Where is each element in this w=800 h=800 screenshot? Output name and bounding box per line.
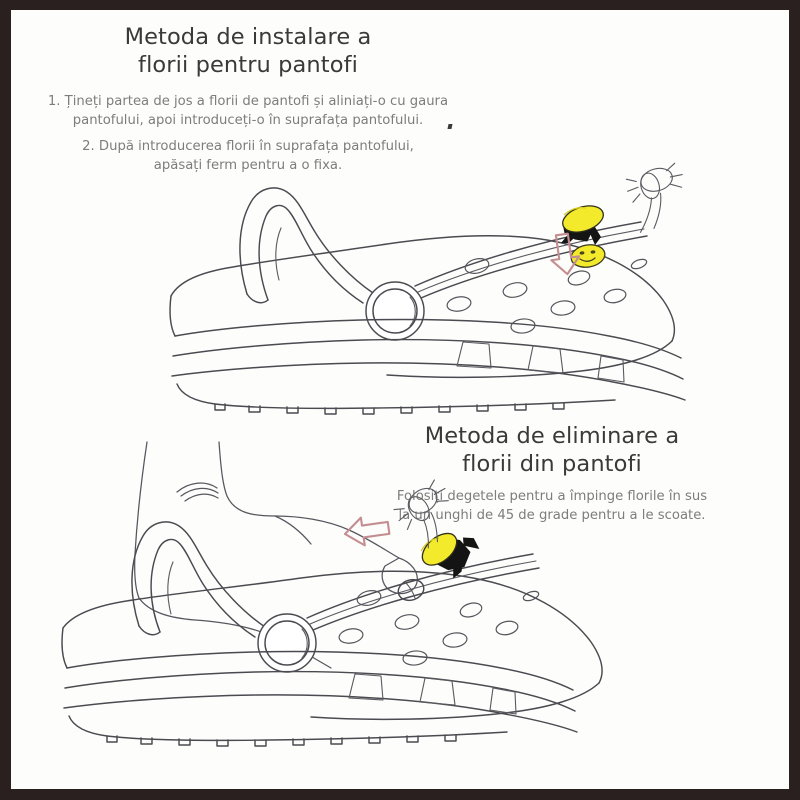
- midsole: [63, 650, 578, 733]
- insertion-arrow: [550, 232, 581, 276]
- install-heading: Metoda de instalare a florii pentru pant…: [124, 24, 372, 78]
- removal-instructions-block: Metoda de eliminare a florii din pantofi…: [322, 422, 782, 525]
- installed-charm: [570, 244, 606, 268]
- charm-stub-in-hole: [397, 578, 425, 602]
- ventilation-holes: [338, 590, 540, 666]
- charm-being-removed: [420, 532, 480, 579]
- side-vents: [348, 673, 517, 715]
- ankle-strap-band: [414, 221, 648, 299]
- install-step-1: 1. Țineți partea de jos a florii de pant…: [47, 94, 449, 128]
- removal-arrow: [343, 516, 391, 547]
- ventilation-holes: [446, 258, 648, 334]
- removal-instruction: Folosiți degetele pentru a împinge flori…: [396, 489, 708, 523]
- shoe-upper-outline: [61, 570, 603, 721]
- clog-shoe-install-diagram: [129, 160, 709, 415]
- strap-pivot-rivet: [365, 281, 425, 341]
- heel-strap: [131, 521, 284, 642]
- charm-outline-above: [393, 479, 449, 549]
- removal-heading: Metoda de eliminare a florii din pantofi: [424, 423, 680, 477]
- charm-outline-above: [625, 162, 683, 233]
- strap-pivot-rivet: [257, 613, 317, 673]
- charm-being-inserted: [561, 205, 604, 245]
- shoe-upper-outline: [169, 234, 675, 379]
- clog-shoe-removal-diagram: [49, 441, 669, 772]
- side-vents: [456, 341, 625, 383]
- outsole: [68, 715, 508, 747]
- content-canvas: Metoda de instalare a florii pentru pant…: [11, 10, 789, 789]
- midsole: [171, 318, 686, 401]
- outsole: [176, 383, 616, 415]
- install-instructions-block: Metoda de instalare a florii pentru pant…: [18, 23, 478, 175]
- install-step-2: 2. După introducerea florii în suprafața…: [82, 139, 414, 173]
